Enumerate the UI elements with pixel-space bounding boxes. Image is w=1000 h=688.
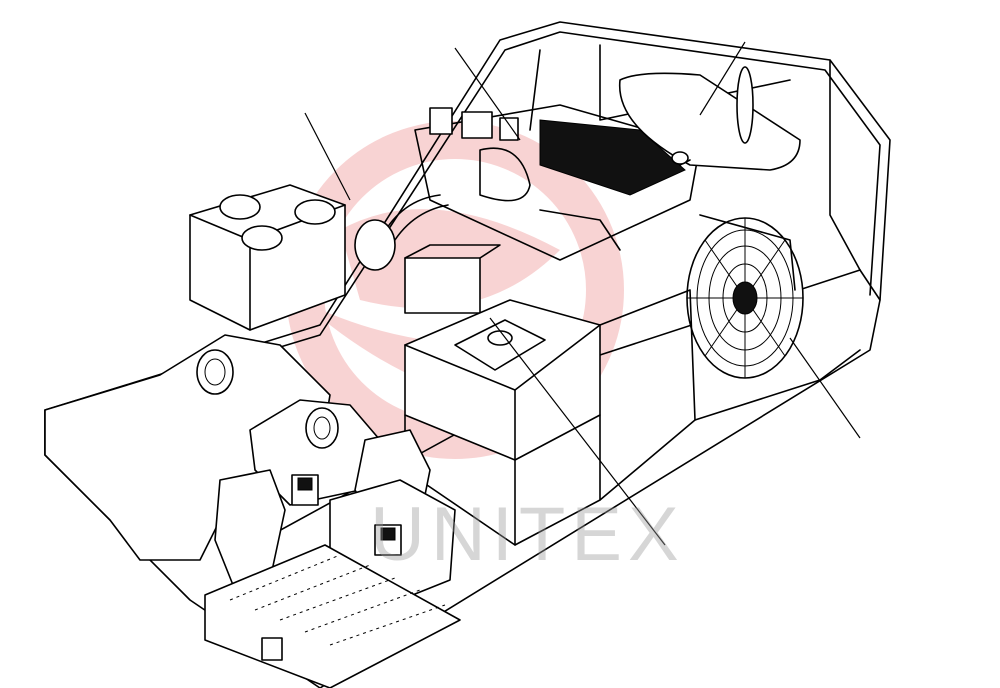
leader-line-fan [789, 337, 861, 439]
fuel-tank [404, 299, 601, 546]
watermark-text: UNITEX [370, 492, 685, 577]
leader-line-fuel-tank [489, 317, 666, 546]
leader-line-hydraulic-tank [304, 112, 351, 201]
engine [414, 104, 701, 261]
leader-line-muffler [699, 41, 746, 116]
exhaust-muffler [618, 66, 801, 171]
leader-lines [304, 41, 861, 546]
boom-mount [44, 334, 381, 561]
operator-seat [214, 429, 456, 601]
leader-line-engine [454, 47, 521, 141]
hydraulic-tank [189, 184, 346, 331]
control-valve [354, 194, 501, 314]
radiator-fan [686, 214, 804, 379]
step-platform [204, 544, 461, 688]
